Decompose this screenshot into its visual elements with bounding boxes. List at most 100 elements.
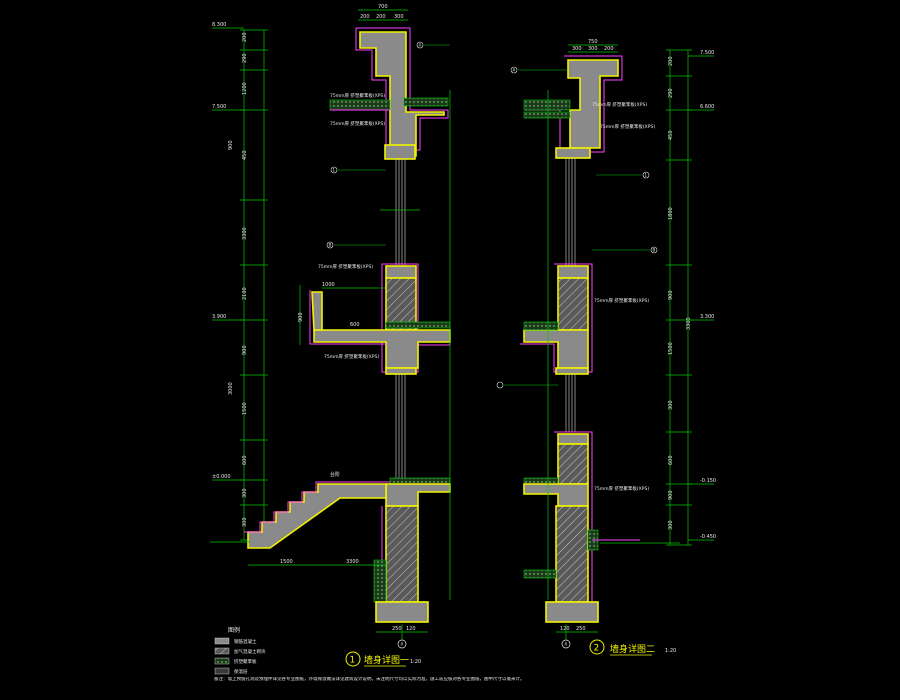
hdim1-3: 900 (298, 312, 304, 322)
axis1: A (401, 642, 404, 647)
detail-2: 750 300 300 200 (496, 39, 716, 656)
detail2-elevations: 7.500 6.600 3.300 -0.150 -0.450 (688, 50, 716, 541)
legend-item-1: 加气混凝土砌块 (234, 648, 266, 655)
detail2-title: 2 墙身详图二 1:20 (589, 639, 676, 656)
dim1-v0: 200 (242, 32, 248, 42)
top1-3: 300 (394, 14, 404, 20)
callout1-0: A (419, 43, 422, 48)
dim1-v5: 2100 (242, 287, 248, 300)
top2-2: 300 (588, 46, 598, 52)
dim2-v1: 290 (668, 88, 674, 98)
detail1-upper-window (395, 159, 406, 265)
elev2-0: 7.500 (700, 50, 714, 56)
dim1-v10: 600 (242, 455, 248, 465)
dim1-v4: 3300 (242, 227, 248, 240)
hdim1-1: 1000 (322, 282, 335, 288)
top2-3: 200 (604, 46, 614, 52)
top2-1: 300 (572, 46, 582, 52)
detail1-exterior-steps: 1500 3300 台阶 (210, 471, 387, 566)
note1-2: 75mm厚 挤塑聚苯板(XPS) (318, 263, 373, 270)
footnote: 备注：墙上预留孔洞及预埋件详见各专业图纸，外墙保温做法详见建筑设计说明，未注明尺… (214, 677, 525, 682)
detail2-right-dimension-chain: 200 290 450 1800 900 1500 300 600 900 30… (666, 49, 692, 546)
detail2-top-dims: 750 300 300 200 (568, 39, 618, 53)
legend-item-2: 挤塑聚苯板 (234, 658, 257, 665)
bot2-0: 120 (560, 626, 570, 632)
dim2-v0: 200 (668, 56, 674, 66)
detail1-title-text: 墙身详图一 (364, 654, 409, 666)
dim1-v1: 290 (242, 53, 248, 63)
callout1-2: B (329, 243, 332, 248)
note1-1: 75mm厚 挤塑聚苯板(XPS) (330, 120, 385, 127)
note1-0: 75mm厚 挤塑聚苯板(XPS) (330, 92, 385, 99)
legend-item-0: 钢筋混凝土 (234, 638, 257, 645)
note2-1: 75mm厚 挤塑聚苯板(XPS) (600, 123, 655, 130)
note2-2: 75mm厚 挤塑聚苯板(XPS) (594, 297, 649, 304)
dim2-v4: 1800 (668, 207, 674, 220)
bot1-0: 250 (392, 626, 402, 632)
dim2-v9: 900 (668, 490, 674, 500)
elev1-1: 7.500 (212, 104, 226, 110)
detail1-title: 1 墙身详图一 1:20 (345, 651, 421, 667)
dim2-v2: 450 (668, 130, 674, 140)
callout2-2: B (653, 248, 656, 253)
elev2-3: -0.150 (700, 478, 716, 484)
note1-3: 75mm厚 挤塑聚苯板(XPS) (324, 353, 379, 360)
dim1-v2: 1200 (242, 82, 248, 95)
elev2-2: 3.300 (700, 314, 714, 320)
dim1-v8: 900 (228, 140, 234, 150)
elev1-0: 8.300 (212, 22, 226, 28)
dim1-v3: 450 (242, 150, 248, 160)
dim2-v6: 1500 (668, 342, 674, 355)
dim2-v7: 300 (668, 400, 674, 410)
detail2-number: 2 (594, 644, 600, 654)
detail2-scale: 1:20 (665, 648, 676, 654)
detail2-axis-marker: 120 250 A (556, 624, 598, 649)
detail1-balcony-dims: 1000 600 900 (298, 282, 385, 345)
note2-0: 75mm厚 挤塑聚苯板(XPS) (592, 101, 647, 108)
dim1-v12: 300 (242, 488, 248, 498)
legend-item-3: 保温层 (234, 668, 248, 675)
detail1-axis-marker: A (397, 624, 407, 649)
callout2-0: A (513, 68, 516, 73)
callout1-1: 1 (333, 168, 336, 173)
detail1-elevations: 8.300 7.500 3.900 ±0.000 (212, 22, 244, 481)
top1-2: 200 (376, 14, 386, 20)
bot2-1: 250 (576, 626, 586, 632)
detail1-scale: 1:20 (410, 659, 421, 665)
footnote-container: 备注：墙上预留孔洞及预埋件详见各专业图纸，外墙保温做法详见建筑设计说明，未注明尺… (214, 677, 525, 682)
detail1-left-dimension-chain: 200 290 1200 450 3300 2100 900 1500 600 … (228, 29, 268, 541)
dim2-v8: 600 (668, 455, 674, 465)
detail1-number: 1 (350, 656, 356, 666)
detail2-lower-window (565, 374, 576, 432)
hdim1-0: 1500 (280, 559, 293, 565)
detail1-lower-window (395, 374, 406, 478)
axis2: A (565, 642, 568, 647)
detail2-grade (592, 539, 680, 544)
detail2-annotations: 75mm厚 挤塑聚苯板(XPS) 75mm厚 挤塑聚苯板(XPS) 75mm厚 … (496, 66, 658, 492)
dim1-v7: 1500 (242, 402, 248, 415)
top1-1: 200 (360, 14, 370, 20)
elev2-1: 6.600 (700, 104, 714, 110)
dim2-v3: 3300 (686, 317, 692, 330)
dim1-v9: 3000 (228, 382, 234, 395)
legend: 图例 钢筋混凝土 加气混凝土砌块 挤塑聚苯板 保温层 (214, 626, 266, 675)
bot1-1: 120 (406, 626, 416, 632)
label-3300: 3300 (346, 559, 359, 565)
top1-0: 700 (378, 4, 388, 10)
detail-1: 200 290 1200 450 3300 2100 900 1500 600 … (210, 4, 451, 667)
detail1-annotations: 75mm厚 挤塑聚苯板(XPS) 75mm厚 挤塑聚苯板(XPS) 75mm厚 … (318, 41, 450, 360)
legend-title: 图例 (228, 626, 240, 634)
elev1-2: 3.900 (212, 314, 226, 320)
callout2-1: 1 (645, 173, 648, 178)
elev1-3: ±0.000 (212, 474, 231, 480)
label-steps: 台阶 (330, 471, 340, 478)
hdim1-2: 600 (350, 322, 360, 328)
detail2-title-text: 墙身详图二 (610, 643, 655, 655)
dim2-v5: 900 (668, 290, 674, 300)
dim1-v6: 900 (242, 345, 248, 355)
detail1-top-dims: 700 200 200 300 (358, 4, 408, 21)
dim1-v13: 300 (242, 517, 248, 527)
elev2-4: -0.450 (700, 534, 716, 540)
dim2-v10: 300 (668, 520, 674, 530)
